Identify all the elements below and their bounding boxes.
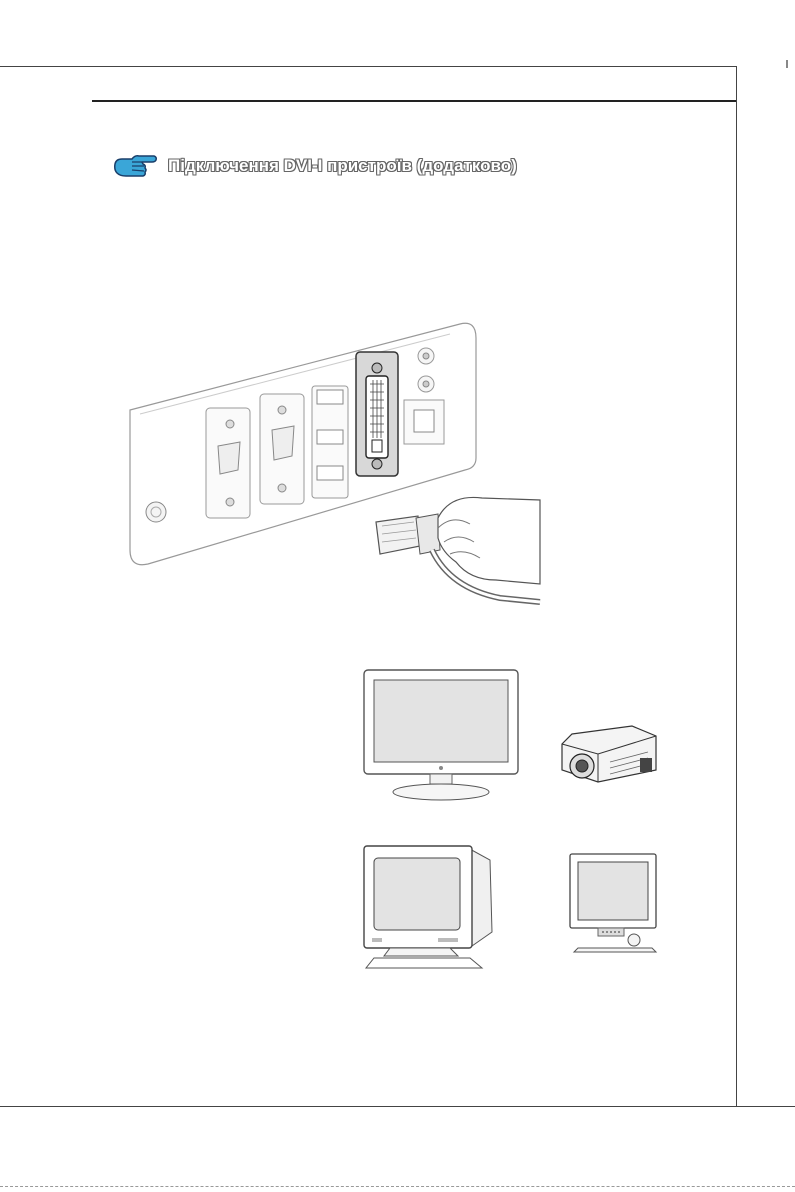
crop-line [0,1186,795,1187]
page-frame-bottom [0,1106,795,1107]
header-rule [92,100,736,102]
back-panel-dvi-port-illustration [130,323,540,602]
back-panel-illustration [120,318,560,610]
projector-illustration [552,722,662,792]
section-title: Підключення DVI-I пристроїв (додатково) [168,156,517,176]
widescreen-lcd-monitor-illustration [360,668,522,804]
page-frame-top [0,66,736,67]
corner-mark [786,60,788,68]
lcd-monitor-illustration [568,852,662,956]
crt-monitor-illustration [360,842,504,972]
pointing-hand-icon [112,150,158,182]
page-frame-right [736,66,737,1106]
section-heading: Підключення DVI-I пристроїв (додатково) [112,148,517,184]
